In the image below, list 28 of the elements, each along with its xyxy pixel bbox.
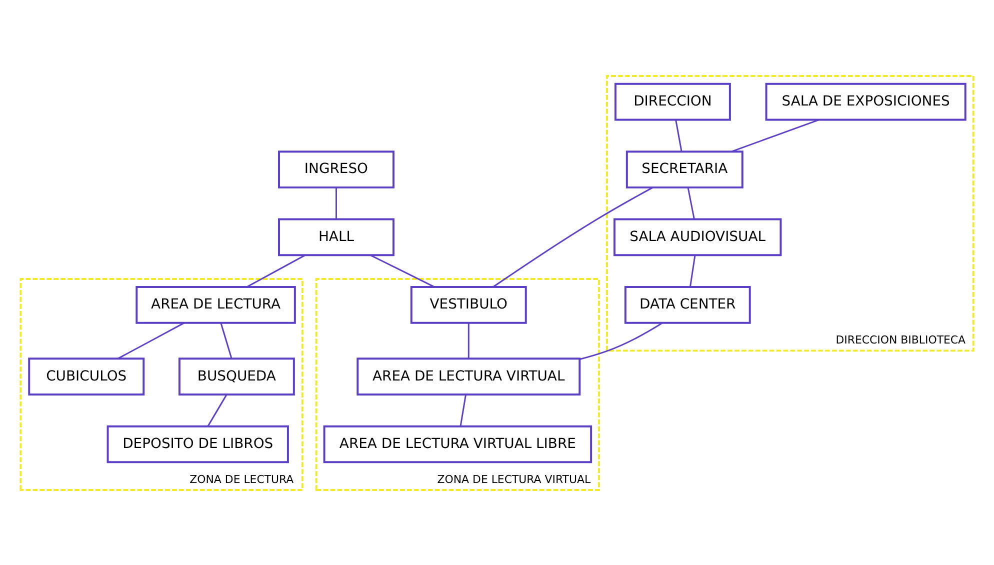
connector bbox=[731, 118, 819, 152]
connector bbox=[207, 394, 228, 426]
node-box: INGRESO bbox=[278, 150, 394, 188]
connector bbox=[118, 322, 184, 359]
node-box: DIRECCION bbox=[614, 82, 731, 120]
connector bbox=[370, 254, 435, 288]
node-box: SALA AUDIOVISUAL bbox=[613, 218, 782, 256]
connector bbox=[220, 322, 232, 358]
connector bbox=[460, 394, 466, 426]
connector bbox=[335, 187, 337, 218]
connector bbox=[492, 186, 654, 287]
node-box: AREA DE LECTURA VIRTUAL LIBRE bbox=[323, 424, 592, 463]
node-box: BUSQUEDA bbox=[178, 357, 295, 395]
node-box: DATA CENTER bbox=[624, 285, 751, 324]
node-box: SECRETARIA bbox=[626, 150, 744, 188]
connector bbox=[675, 119, 682, 151]
connector bbox=[690, 254, 696, 286]
node-box: CUBICULOS bbox=[28, 357, 145, 395]
connector bbox=[687, 187, 695, 218]
node-box: SALA DE EXPOSICIONES bbox=[765, 82, 966, 120]
node-box: DEPOSITO DE LIBROS bbox=[106, 424, 289, 463]
connector bbox=[246, 254, 306, 288]
node-box: VESTIBULO bbox=[410, 285, 527, 324]
connector bbox=[580, 322, 663, 360]
node-box: AREA DE LECTURA bbox=[136, 285, 296, 324]
connector bbox=[468, 322, 470, 358]
node-box: AREA DE LECTURA VIRTUAL bbox=[356, 357, 581, 395]
node-box: HALL bbox=[278, 218, 394, 256]
